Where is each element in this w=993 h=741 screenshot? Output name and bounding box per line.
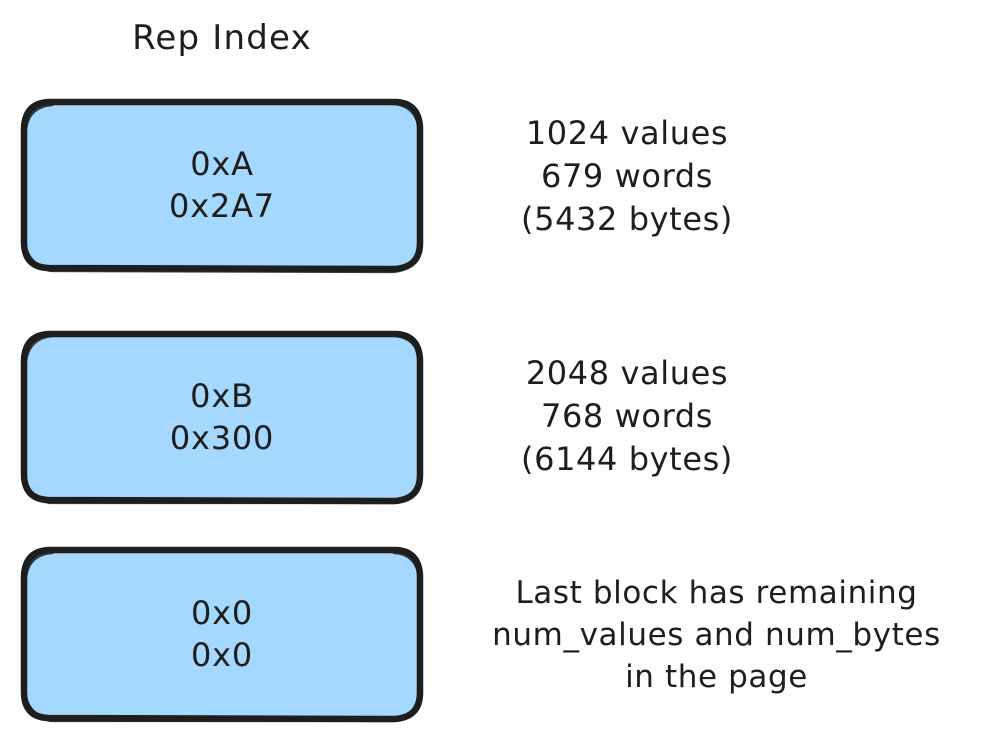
entry-b-line-1: 0xB (190, 376, 254, 415)
entry-a-line-1: 0xA (190, 144, 254, 183)
rep-index-entry-zero-block[interactable]: 0x0 0x0 (20, 546, 424, 723)
rep-index-entry-b-annotation: 2048 values 768 words (6144 bytes) (452, 352, 802, 481)
entry-a-values-text: 1024 values (525, 114, 729, 152)
entry-a-line-2: 0x2A7 (169, 187, 275, 225)
entry-a-bytes-text: (5432 bytes) (521, 199, 733, 238)
page-title: Rep Index (132, 18, 312, 58)
rep-index-entry-zero-annotation: Last block has remaining num_values and … (440, 572, 993, 698)
last-block-note-line-2: num_values and num_bytes (492, 617, 941, 654)
entry-zero-line-2: 0x0 (190, 636, 254, 674)
rep-index-entry-a-labels: 0xA 0x2A7 (169, 143, 275, 227)
entry-b-line-2: 0x300 (169, 419, 275, 457)
entry-b-values-text: 2048 values (525, 354, 729, 392)
rep-index-entry-b-block[interactable]: 0xB 0x300 (20, 330, 424, 505)
entry-zero-line-1: 0x0 (190, 593, 254, 632)
rep-index-entry-zero-labels: 0x0 0x0 (191, 592, 253, 676)
rep-index-entry-a-annotation: 1024 values 679 words (5432 bytes) (452, 112, 802, 241)
rep-index-entry-b-labels: 0xB 0x300 (170, 375, 274, 459)
last-block-note-line-3: in the page (625, 659, 808, 696)
rep-index-entry-a-block[interactable]: 0xA 0x2A7 (20, 98, 424, 274)
last-block-note-line-1: Last block has remaining (515, 575, 918, 611)
entry-b-bytes-text: (6144 bytes) (521, 439, 733, 478)
entry-a-words-text: 679 words (541, 156, 713, 195)
entry-b-words-text: 768 words (541, 396, 713, 435)
